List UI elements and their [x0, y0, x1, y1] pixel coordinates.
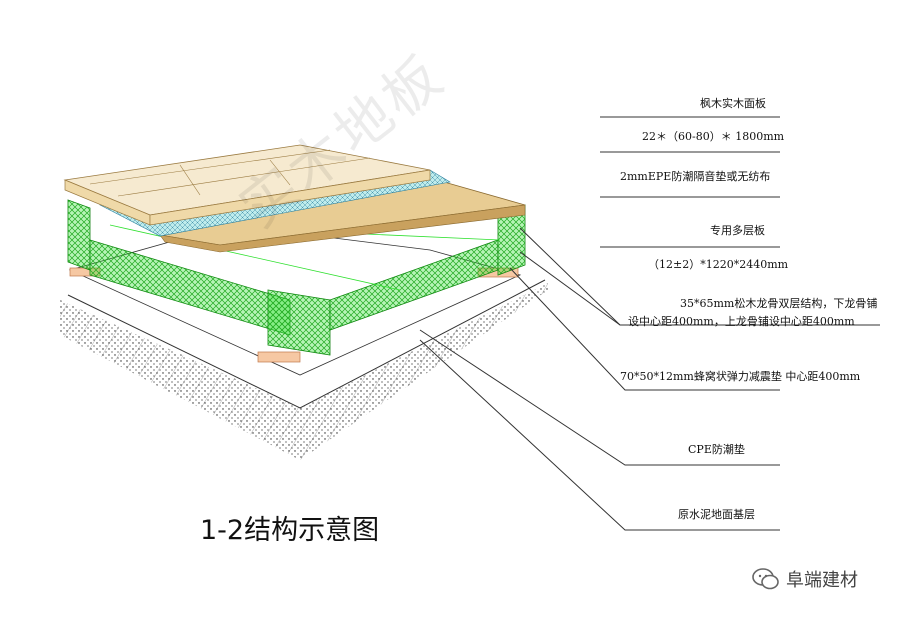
diagram-title: 1-2结构示意图: [200, 515, 380, 546]
label-plywood-size: （12±2）*1220*2440mm: [648, 258, 789, 271]
brand: 阜端建材: [752, 566, 858, 592]
label-cpe: CPE防潮垫: [688, 443, 745, 456]
wood-boards: [63, 144, 431, 226]
label-concrete: 原水泥地面基层: [678, 508, 755, 521]
label-epe: 2mmEPE防潮隔音垫或无纺布: [620, 170, 771, 183]
pine-joists: [67, 199, 526, 356]
concrete-base: [60, 279, 548, 460]
label-face-size: 22＊（60-80）＊ 1800mm: [642, 130, 785, 143]
wechat-icon: [752, 568, 779, 590]
leader-lines: [419, 116, 880, 531]
label-damping-pad: 70*50*12mm蜂窝状弹力减震垫 中心距400mm: [620, 370, 861, 383]
label-joist-line2: 设中心距400mm，上龙骨铺设中心距400mm: [628, 315, 855, 328]
label-maple-face: 枫木实木面板: [700, 97, 766, 110]
brand-name: 阜端建材: [786, 570, 858, 591]
label-joist-line1: 35*65mm松木龙骨双层结构，下龙骨铺: [680, 297, 878, 310]
label-plywood: 专用多层板: [710, 224, 765, 237]
